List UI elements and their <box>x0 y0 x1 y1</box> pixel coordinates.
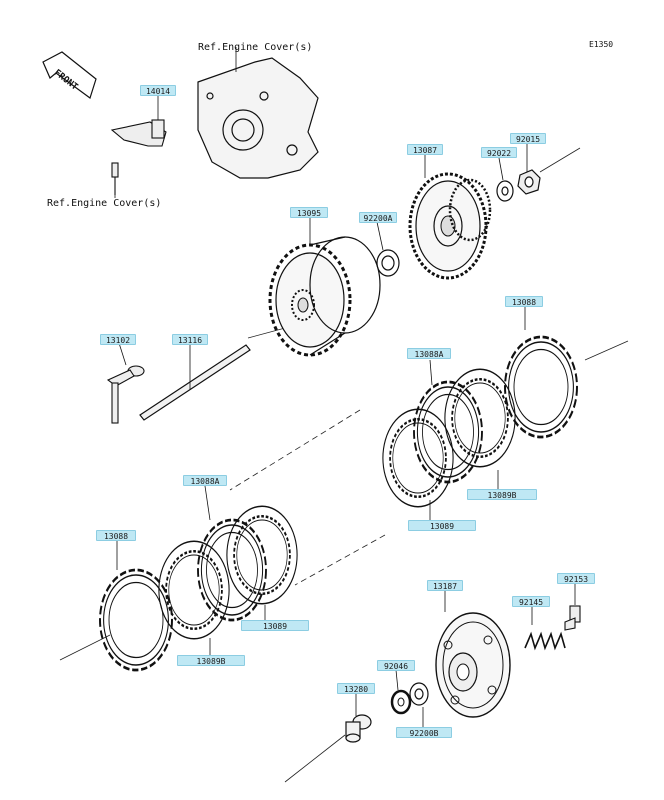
part-label-92022[interactable]: 92022 <box>481 147 517 158</box>
bearing-92046 <box>390 689 412 715</box>
clutch-housing <box>268 236 381 357</box>
washer-92200a <box>376 249 400 277</box>
clutch-spring <box>524 631 566 651</box>
friction-plate-13088-top <box>503 335 579 439</box>
nut-92015 <box>517 169 541 195</box>
part-label-92200a[interactable]: 92200A <box>359 212 397 223</box>
part-label-13116[interactable]: 13116 <box>172 334 208 345</box>
part-label-92200b[interactable]: 92200B <box>396 727 452 738</box>
part-label-13089b-top[interactable]: 13089B <box>467 489 537 500</box>
part-label-13187[interactable]: 13187 <box>427 580 463 591</box>
part-label-13088a-mid[interactable]: 13088A <box>183 475 227 486</box>
part-label-92145[interactable]: 92145 <box>512 596 550 607</box>
part-label-13088a-top[interactable]: 13088A <box>407 348 451 359</box>
part-label-13102[interactable]: 13102 <box>100 334 136 345</box>
part-label-92015[interactable]: 92015 <box>510 133 546 144</box>
part-label-13280[interactable]: 13280 <box>337 683 375 694</box>
part-label-13088-left[interactable]: 13088 <box>96 530 136 541</box>
ref-engine-cover-left: Ref.Engine Cover(s) <box>47 198 162 209</box>
push-rod <box>139 344 251 421</box>
leader-lines <box>114 47 576 728</box>
diagram-code: E1350 <box>589 40 614 49</box>
washer-92200b <box>409 682 429 706</box>
front-arrow-icon <box>42 51 97 99</box>
clutch-lever-bracket <box>110 119 167 195</box>
part-label-13088-top[interactable]: 13088 <box>505 296 543 307</box>
spacer-13280 <box>345 714 372 743</box>
washer-92022 <box>496 180 514 202</box>
friction-plate-13088-left <box>98 568 174 672</box>
part-label-13087[interactable]: 13087 <box>407 144 443 155</box>
ref-engine-cover-top: Ref.Engine Cover(s) <box>198 42 313 53</box>
part-label-13089-top[interactable]: 13089 <box>408 520 476 531</box>
part-label-92046[interactable]: 92046 <box>377 660 415 671</box>
engine-cover <box>197 57 319 179</box>
part-label-13095[interactable]: 13095 <box>290 207 328 218</box>
release-lever <box>106 365 145 424</box>
steel-plate-13089b-left <box>157 540 231 640</box>
friction-plate-13088a-mid <box>196 518 268 622</box>
part-label-14014[interactable]: 14014 <box>140 85 176 96</box>
part-label-13089b-left[interactable]: 13089B <box>177 655 245 666</box>
part-label-13089-mid[interactable]: 13089 <box>241 620 309 631</box>
pressure-plate <box>435 612 511 718</box>
clutch-gear <box>408 172 492 280</box>
part-label-92153[interactable]: 92153 <box>557 573 595 584</box>
clutch-bolt <box>564 605 581 631</box>
